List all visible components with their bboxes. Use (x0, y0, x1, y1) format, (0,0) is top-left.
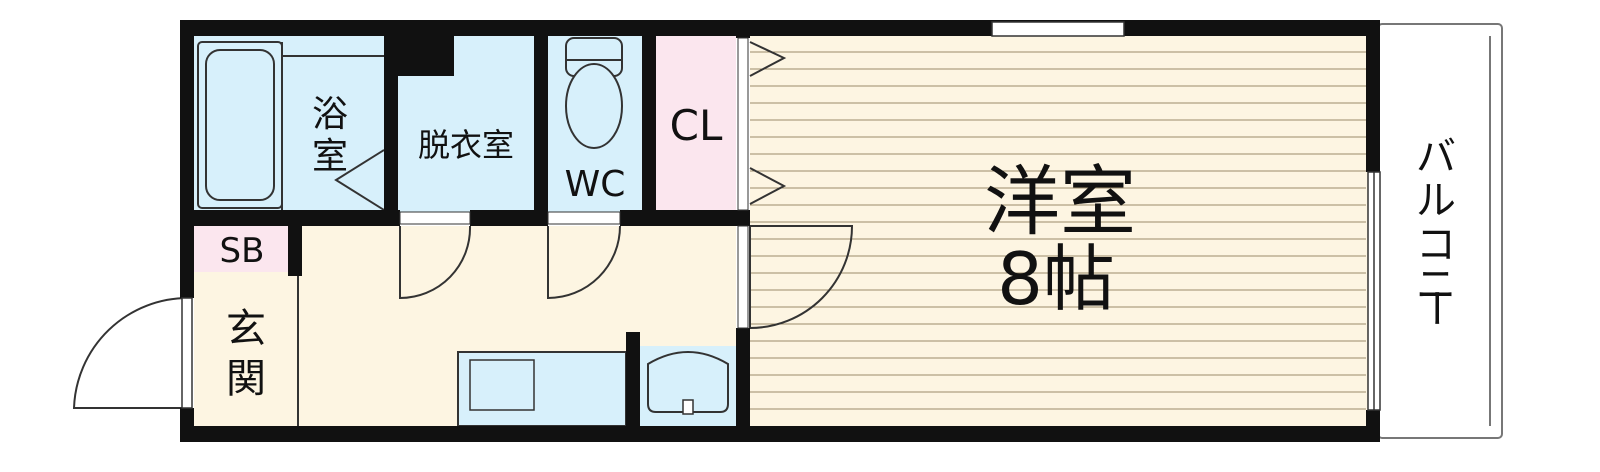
wc-door-swing (547, 225, 621, 300)
shoe-box (194, 226, 288, 272)
dressing-room-label: 脱衣室 (418, 126, 514, 164)
western-door-opening (737, 225, 749, 329)
bathtub (197, 41, 283, 209)
bath-label-1: 浴 (312, 94, 348, 135)
western-door-swing (749, 225, 854, 329)
entrance-label-2: 関 (226, 356, 266, 402)
floorboard-lines (750, 51, 1366, 410)
balcony-label-1: バ (1416, 134, 1456, 180)
closet-folding-door-upper (749, 41, 787, 77)
closet-floor (656, 36, 736, 212)
western-room-label: 洋室 (984, 157, 1136, 246)
closet-door-opening (737, 37, 749, 211)
toilet-icon (565, 37, 623, 149)
dressing-door-opening (399, 211, 471, 225)
entrance-label-1: 玄 (226, 306, 266, 352)
balcony-label-2: ル (1416, 178, 1456, 224)
western-room-size: 8帖 (997, 237, 1115, 321)
western-room-floor (750, 36, 1368, 426)
faucet-icon (682, 399, 694, 415)
kitchen-stove (469, 359, 535, 411)
entrance-door-swing (72, 297, 189, 409)
wc-label: WC (565, 164, 626, 205)
entrance-opening (181, 297, 193, 409)
dressing-door-swing (399, 225, 472, 300)
wc-door-opening (547, 211, 621, 225)
shoe-box-label: SB (220, 231, 265, 271)
closet-label: CL (670, 101, 723, 150)
balcony-label-4: ニ (1416, 262, 1456, 308)
balcony-label-3: コ (1416, 222, 1456, 268)
bathtub-inner (205, 49, 275, 201)
washbasin-icon (647, 351, 729, 413)
closet-folding-door-lower (749, 167, 787, 205)
bath-folding-door (334, 149, 385, 211)
balcony-label-5: ー (1412, 288, 1458, 328)
bath-label-2: 室 (312, 136, 348, 177)
top-window (991, 21, 1125, 37)
